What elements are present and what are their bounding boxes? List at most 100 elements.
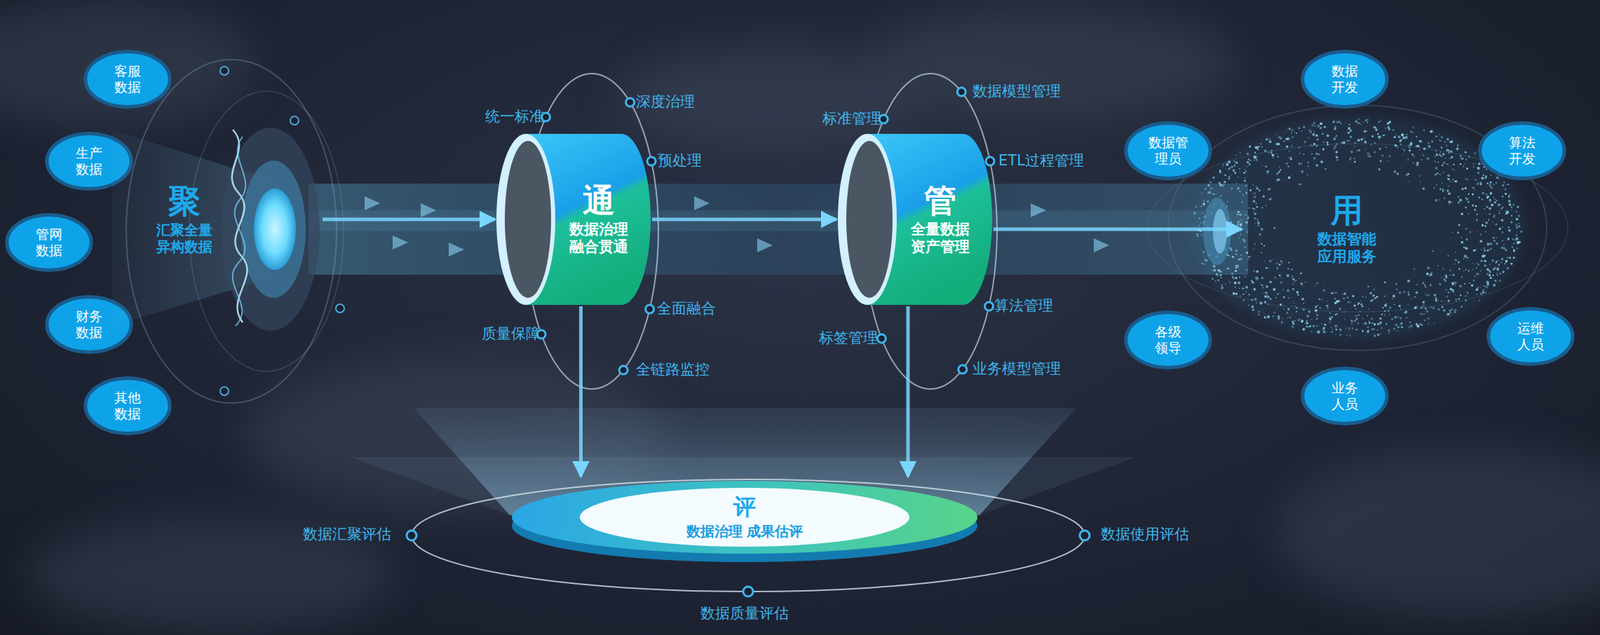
particle (1358, 302, 1361, 305)
ring-dot (958, 365, 967, 374)
particle (1347, 126, 1351, 130)
particle (1238, 213, 1242, 216)
node-text: 管网 数据 (35, 226, 63, 259)
particle (1435, 184, 1438, 186)
particle (1441, 164, 1443, 167)
particle (1292, 283, 1294, 286)
particle (1296, 132, 1298, 134)
particle (1252, 184, 1254, 186)
particle (1235, 265, 1238, 268)
particle (1245, 185, 1248, 188)
particle (1247, 258, 1249, 261)
particle (1313, 131, 1316, 133)
particle (1239, 241, 1242, 244)
particle (1351, 323, 1354, 326)
particle (1241, 201, 1244, 203)
particle (1254, 156, 1258, 160)
particle (1456, 147, 1460, 151)
cylinder-opening (846, 140, 893, 298)
particle (1431, 140, 1434, 144)
particle (1461, 236, 1463, 239)
particle (1515, 218, 1519, 221)
particle (1403, 149, 1406, 151)
particle (1307, 165, 1310, 168)
particle (1438, 133, 1440, 135)
particle (1304, 281, 1307, 284)
particle (1266, 173, 1268, 175)
particle (1386, 323, 1388, 325)
particle (1370, 299, 1373, 303)
particle (1485, 231, 1487, 233)
particle (1433, 293, 1437, 297)
node-text: 各级 领导 (1154, 323, 1182, 357)
particle (1220, 286, 1224, 290)
decor-path (1030, 203, 1047, 218)
particle (1300, 183, 1303, 186)
particle (1434, 155, 1436, 158)
particle (1510, 220, 1514, 224)
particle (1485, 193, 1488, 196)
particle (1498, 264, 1500, 266)
particle (1337, 326, 1339, 329)
node-text: 算法 开发 (1508, 134, 1536, 167)
particle (1311, 153, 1313, 155)
particle (1384, 295, 1387, 298)
stage-title: 评 (733, 495, 756, 520)
particle (1503, 181, 1505, 183)
particle (1504, 262, 1507, 265)
particle (1277, 317, 1280, 320)
particle (1516, 241, 1520, 244)
node-outline (836, 132, 994, 307)
particle (1448, 204, 1450, 206)
particle (1481, 255, 1485, 259)
particle (1400, 308, 1402, 310)
particle (1254, 192, 1256, 195)
particle (1420, 306, 1423, 309)
particle (1249, 189, 1252, 192)
particle (1467, 201, 1470, 204)
particle (1448, 200, 1452, 204)
particle (1449, 150, 1453, 154)
particle (1481, 224, 1484, 227)
particle (1313, 143, 1317, 146)
particle (1487, 195, 1490, 199)
particle (1276, 153, 1278, 155)
particle (1234, 276, 1237, 280)
particle (1393, 303, 1396, 305)
particle (1463, 166, 1465, 168)
particle (1468, 213, 1470, 215)
particle (1468, 193, 1470, 195)
particle (1329, 312, 1331, 314)
particle (1230, 187, 1233, 191)
stage-node: 聚汇聚全量 异构数据 (140, 115, 323, 341)
particle (1508, 194, 1511, 196)
particle (1496, 269, 1500, 272)
particle (1475, 267, 1478, 270)
particle (1248, 293, 1251, 296)
particle (1439, 151, 1442, 154)
particle (1335, 334, 1337, 336)
particle (1307, 136, 1310, 139)
particle (1396, 172, 1399, 175)
node-text: 汇聚全量 异构数据 (156, 221, 213, 256)
particle (1443, 197, 1446, 200)
particle (1260, 243, 1263, 245)
particle (1501, 258, 1504, 261)
particle (1335, 150, 1339, 154)
particle (1351, 295, 1355, 298)
particle (1494, 201, 1497, 204)
particle (1302, 125, 1306, 129)
particle (1411, 153, 1414, 156)
particle (1409, 321, 1411, 324)
particle (1401, 147, 1403, 150)
particle (1507, 237, 1511, 241)
particle (1437, 265, 1439, 267)
particle (1346, 140, 1348, 142)
particle (1212, 176, 1215, 179)
particle (1435, 297, 1438, 301)
particle (1203, 263, 1206, 266)
particle (1252, 248, 1255, 250)
particle (1429, 284, 1432, 287)
particle (1452, 231, 1454, 233)
particle (1320, 160, 1324, 164)
